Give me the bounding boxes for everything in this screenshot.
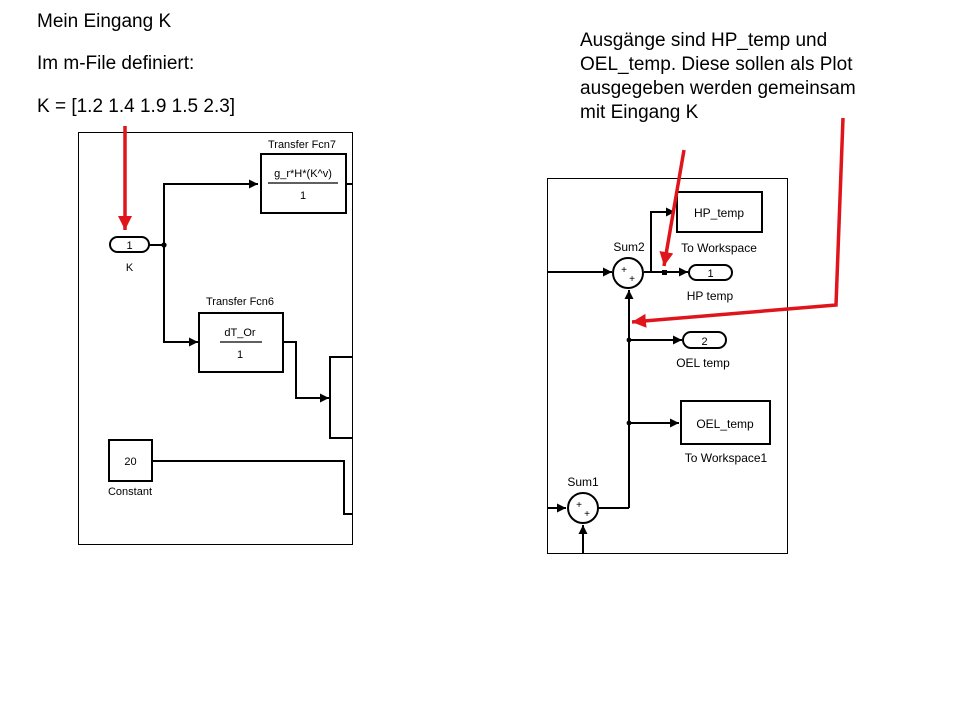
inport-k-label: K xyxy=(126,262,134,274)
outport-hp-temp-label: HP temp xyxy=(687,289,734,303)
sum2-shape[interactable] xyxy=(612,257,644,289)
sum1-label: Sum1 xyxy=(567,475,599,489)
line-k-to-tf7 xyxy=(163,179,258,245)
sum1-shape[interactable] xyxy=(567,492,599,524)
constant-shape[interactable] xyxy=(108,439,153,482)
annotation-k-values: K = [1.2 1.4 1.9 1.5 2.3] xyxy=(37,96,236,117)
transfer-fcn6-denominator: 1 xyxy=(237,349,243,361)
to-workspace-label: To Workspace xyxy=(681,241,757,255)
line-constant-out xyxy=(153,460,352,515)
to-workspace1-shape[interactable] xyxy=(680,400,771,445)
annotation-arrows xyxy=(118,117,845,328)
line-k-to-tf6 xyxy=(163,245,198,347)
line-tf6-to-block xyxy=(283,341,329,403)
annotation-outputs-line2: OEL_temp. Diese sollen als Plot xyxy=(580,54,853,75)
line-sum2-to-workspace xyxy=(644,207,675,273)
branch-point-oel-ws xyxy=(626,420,632,426)
branch-point-oel xyxy=(626,337,632,343)
sum2-sign-bottom: + xyxy=(629,274,635,285)
constant-value: 20 xyxy=(124,456,136,468)
transfer-fcn7-title: Transfer Fcn7 xyxy=(268,139,336,151)
to-workspace-block[interactable]: HP_temp To Workspace xyxy=(676,191,763,255)
outport-oel-temp-shape[interactable] xyxy=(682,331,727,349)
sum1-sign-left: + xyxy=(576,500,582,511)
left-panel: 1 K Transfer Fcn7 g_r*H*(K^v) 1 Transfer… xyxy=(78,132,353,545)
red-arrow-to-oel-temp xyxy=(631,117,845,328)
to-workspace-shape[interactable] xyxy=(676,191,763,233)
outport-oel-temp-number: 2 xyxy=(701,336,707,348)
clipped-block[interactable] xyxy=(329,356,352,439)
constant-label: Constant xyxy=(108,486,152,498)
transfer-fcn6-block[interactable]: Transfer Fcn6 dT_Or 1 xyxy=(198,296,284,373)
transfer-fcn7-denominator: 1 xyxy=(300,190,306,202)
outport-hp-temp[interactable]: 1 HP temp xyxy=(687,264,734,303)
annotation-input-title: Mein Eingang K xyxy=(37,11,172,32)
annotation-outputs-line4: mit Eingang K xyxy=(580,102,699,123)
constant-block[interactable]: 20 Constant xyxy=(108,439,153,498)
to-workspace1-variable: OEL_temp xyxy=(696,417,754,431)
inport-k-number: 1 xyxy=(126,240,132,252)
outport-hp-temp-number: 1 xyxy=(707,268,713,280)
transfer-fcn6-numerator: dT_Or xyxy=(224,327,256,339)
to-workspace-variable: HP_temp xyxy=(694,206,744,220)
red-arrow-to-hp-temp xyxy=(659,149,686,267)
sum2-sign-left: + xyxy=(621,265,627,276)
outport-oel-temp[interactable]: 2 OEL temp xyxy=(676,331,730,370)
sum2-block[interactable]: Sum2 + + xyxy=(612,240,645,289)
annotation-outputs-line3: ausgegeben werden gemeinsam xyxy=(580,78,856,99)
sum2-label: Sum2 xyxy=(613,240,645,254)
outport-oel-temp-label: OEL temp xyxy=(676,356,730,370)
branch-point-hp xyxy=(662,270,667,275)
sum1-block[interactable]: Sum1 + + xyxy=(567,475,599,524)
annotation-mfile: Im m-File definiert: xyxy=(37,53,195,74)
transfer-fcn6-title: Transfer Fcn6 xyxy=(206,296,274,308)
to-workspace1-block[interactable]: OEL_temp To Workspace1 xyxy=(680,400,771,465)
annotation-outputs-line1: Ausgänge sind HP_temp und xyxy=(580,30,828,51)
sum1-sign-bottom: + xyxy=(584,509,590,520)
to-workspace1-label: To Workspace1 xyxy=(685,451,768,465)
right-signal-lines xyxy=(548,207,688,553)
right-panel: Sum2 + + HP_temp To Workspace 1 HP temp … xyxy=(547,178,788,554)
branch-point-k xyxy=(161,242,167,248)
annotation-outputs: Ausgänge sind HP_temp und OEL_temp. Dies… xyxy=(580,29,940,125)
outport-hp-temp-shape[interactable] xyxy=(688,264,733,281)
transfer-fcn7-numerator: g_r*H*(K^v) xyxy=(274,168,332,180)
transfer-fcn7-block[interactable]: Transfer Fcn7 g_r*H*(K^v) 1 xyxy=(260,139,347,214)
